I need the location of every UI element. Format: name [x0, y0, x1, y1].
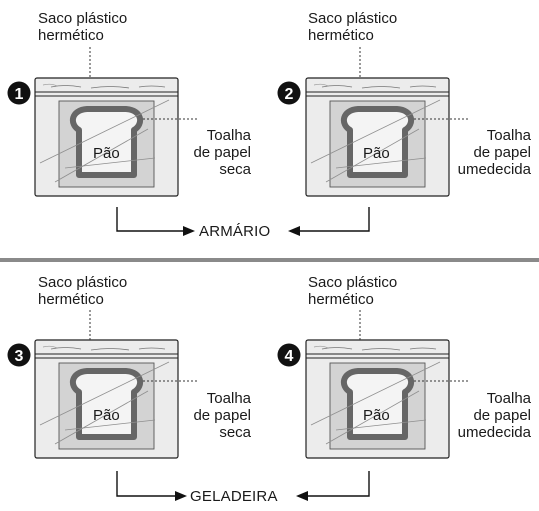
- panel-1-number: 1: [15, 86, 24, 103]
- panel-4-bread-label: Pão: [363, 407, 390, 424]
- panel-2-bread-label: Pão: [363, 145, 390, 162]
- panel-1-towel-label-line2: de papel: [193, 144, 251, 161]
- panel-4-bag-label-line2: hermético: [308, 291, 374, 308]
- panel-2-towel-label-line3: umedecida: [457, 161, 531, 178]
- panel-2-bag-label-line2: hermético: [308, 27, 374, 44]
- panel-1-setup: [7, 47, 199, 196]
- panel-4-towel-label-line2: de papel: [473, 407, 531, 424]
- panel-3-towel-label-line1: Toalha: [206, 390, 251, 407]
- armario-bracket: [116, 207, 370, 236]
- panel-3-towel-label-line3: seca: [219, 424, 251, 441]
- panel-1-towel-label-line3: seca: [219, 161, 251, 178]
- panel-3-bag-label-line2: hermético: [38, 291, 104, 308]
- panel-2-number: 2: [285, 86, 294, 103]
- panel-3-bread-label: Pão: [93, 407, 120, 424]
- geladeira-bracket: [116, 471, 370, 501]
- panel-1-bag-label-line1: Saco plástico: [38, 10, 128, 27]
- panel-1-towel-label-line1: Toalha: [206, 127, 251, 144]
- panel-4-bag-label-line1: Saco plástico: [308, 274, 398, 291]
- panel-4-towel-label-line1: Toalha: [486, 390, 531, 407]
- panel-2-bag-label-line1: Saco plástico: [308, 10, 398, 27]
- panel-4-setup: [277, 310, 470, 458]
- panel-1-bag-label-line2: hermético: [38, 27, 104, 44]
- panel-4-number: 4: [285, 348, 294, 365]
- panel-4-towel-label-line3: umedecida: [457, 424, 531, 441]
- panel-3-setup: [7, 310, 199, 458]
- geladeira-caption: GELADEIRA: [190, 488, 278, 505]
- panel-3-number: 3: [15, 348, 24, 365]
- panel-2-towel-label-line1: Toalha: [486, 127, 531, 144]
- panel-3-towel-label-line2: de papel: [193, 407, 251, 424]
- section-divider: [0, 258, 539, 262]
- panel-1-bread-label: Pão: [93, 145, 120, 162]
- panel-2-towel-label-line2: de papel: [473, 144, 531, 161]
- armario-caption: ARMÁRIO: [199, 223, 271, 240]
- panel-3-bag-label-line1: Saco plástico: [38, 274, 128, 291]
- panel-2-setup: [277, 47, 470, 196]
